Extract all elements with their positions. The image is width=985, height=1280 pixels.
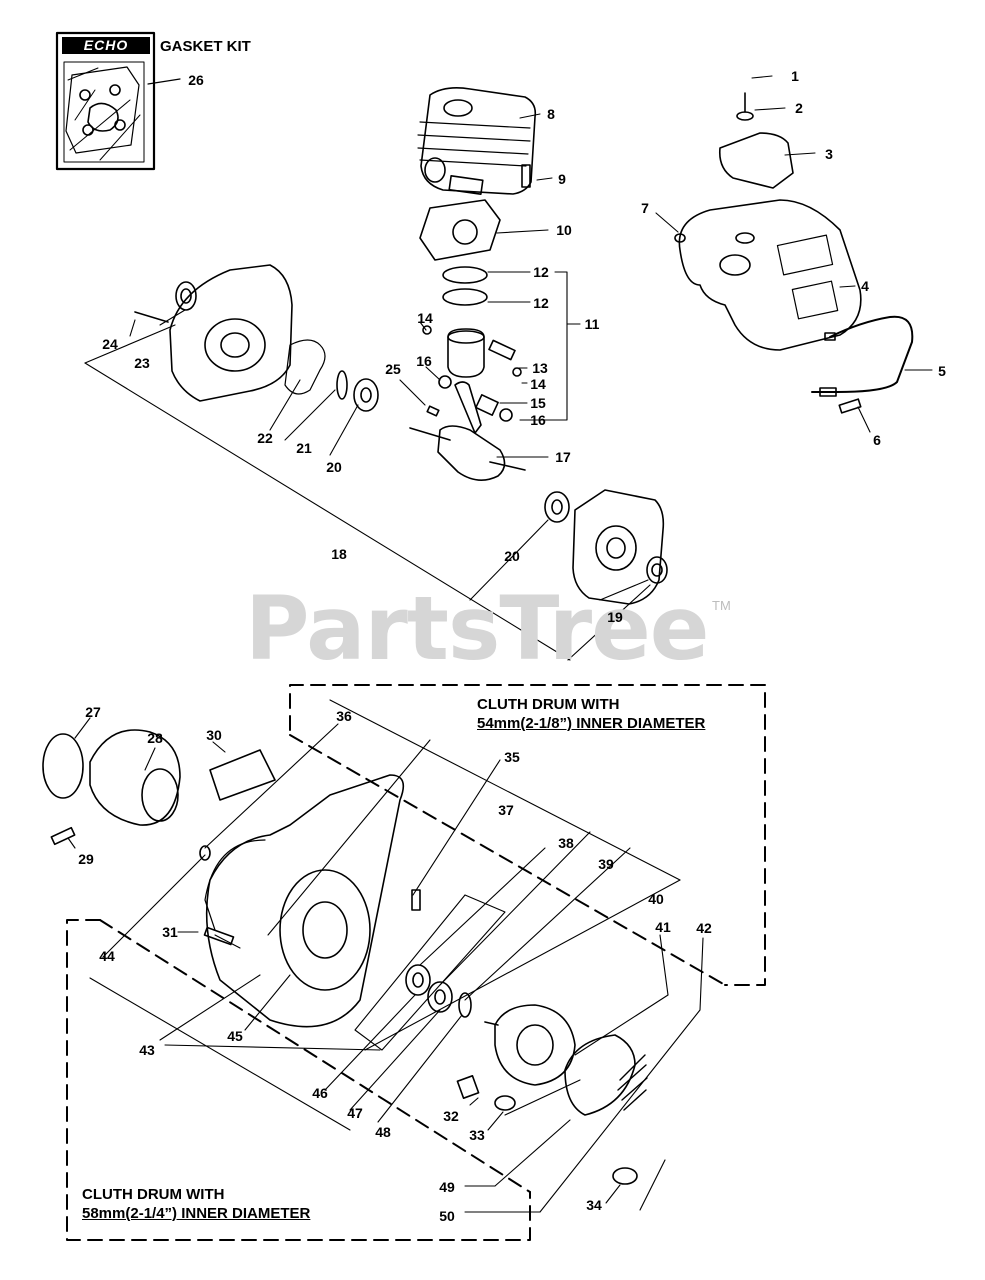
callout-49[interactable]: 49 xyxy=(439,1179,455,1195)
callout-18[interactable]: 18 xyxy=(331,546,347,562)
callout-1[interactable]: 1 xyxy=(791,68,799,84)
piston-drawing xyxy=(422,266,522,422)
callout-21[interactable]: 21 xyxy=(296,440,312,456)
gasket-kit-box xyxy=(55,31,156,171)
callout-14-upper[interactable]: 14 xyxy=(417,310,433,326)
callout-41[interactable]: 41 xyxy=(655,919,671,935)
clutch-drum-58mm-note: CLUTH DRUM WITH 58mm(2-1/4”) INNER DIAME… xyxy=(82,1185,310,1223)
callout-47[interactable]: 47 xyxy=(347,1105,363,1121)
callout-20-right[interactable]: 20 xyxy=(504,548,520,564)
callout-38[interactable]: 38 xyxy=(558,835,574,851)
callout-27[interactable]: 27 xyxy=(85,704,101,720)
bearings-drawing xyxy=(175,281,668,584)
callout-37[interactable]: 37 xyxy=(498,802,514,818)
callout-2[interactable]: 2 xyxy=(795,100,803,116)
crankcase-right-drawing xyxy=(572,489,665,605)
clutch-housing-drawing xyxy=(199,774,421,1028)
crankcase-left-drawing xyxy=(134,264,326,402)
dashed-frame-58mm xyxy=(66,919,531,1241)
callout-5[interactable]: 5 xyxy=(938,363,946,379)
echo-logo: ECHO xyxy=(62,37,150,54)
callout-25[interactable]: 25 xyxy=(385,361,401,377)
callout-22[interactable]: 22 xyxy=(257,430,273,446)
clutch-drum-54mm-line1: CLUTH DRUM WITH xyxy=(477,696,620,713)
callout-17[interactable]: 17 xyxy=(555,449,571,465)
callout-33[interactable]: 33 xyxy=(469,1127,485,1143)
callout-16-upper[interactable]: 16 xyxy=(416,353,432,369)
callout-39[interactable]: 39 xyxy=(598,856,614,872)
callout-4[interactable]: 4 xyxy=(861,278,869,294)
clutch-drum-58mm-line1: CLUTH DRUM WITH xyxy=(82,1186,225,1203)
callout-11[interactable]: 11 xyxy=(584,316,600,332)
callout-28[interactable]: 28 xyxy=(147,730,163,746)
callout-8[interactable]: 8 xyxy=(547,106,555,122)
callout-6[interactable]: 6 xyxy=(873,432,881,448)
spark-wire-drawing xyxy=(811,315,914,414)
callout-3[interactable]: 3 xyxy=(825,146,833,162)
gasket-kit-leader xyxy=(147,78,181,85)
gasket-kit-label: GASKET KIT xyxy=(160,38,251,55)
watermark-trademark: TM xyxy=(712,598,731,613)
decal-drawing xyxy=(209,749,276,801)
callout-23[interactable]: 23 xyxy=(134,355,150,371)
callout-24[interactable]: 24 xyxy=(102,336,118,352)
leader-lines-upper xyxy=(84,75,933,661)
callout-46[interactable]: 46 xyxy=(312,1085,328,1101)
callout-42[interactable]: 42 xyxy=(696,920,712,936)
engine-cover-drawing xyxy=(674,92,862,351)
callout-40[interactable]: 40 xyxy=(648,891,664,907)
callout-16-lower[interactable]: 16 xyxy=(530,412,546,428)
callout-26[interactable]: 26 xyxy=(188,72,204,88)
callout-43[interactable]: 43 xyxy=(139,1042,155,1058)
callout-15[interactable]: 15 xyxy=(530,395,546,411)
callout-48[interactable]: 48 xyxy=(375,1124,391,1140)
clutch-parts-drawing xyxy=(405,964,648,1185)
clutch-drum-54mm-line2: 54mm(2-1/8”) INNER DIAMETER xyxy=(477,715,706,732)
callout-7[interactable]: 7 xyxy=(641,200,649,216)
dashed-frame-54mm xyxy=(289,684,766,986)
clutch-drum-54mm-note: CLUTH DRUM WITH 54mm(2-1/8”) INNER DIAME… xyxy=(477,695,705,733)
cylinder-gasket-drawing xyxy=(419,199,501,261)
cylinder-drawing xyxy=(417,87,537,195)
callout-29[interactable]: 29 xyxy=(78,851,94,867)
callout-31[interactable]: 31 xyxy=(162,924,178,940)
leader-lines-lower xyxy=(67,699,704,1213)
callout-9[interactable]: 9 xyxy=(558,171,566,187)
crankshaft-drawing xyxy=(409,381,526,481)
shaft-housing-drawing xyxy=(42,729,181,846)
callout-35[interactable]: 35 xyxy=(504,749,520,765)
callout-12-upper[interactable]: 12 xyxy=(533,264,549,280)
callout-45[interactable]: 45 xyxy=(227,1028,243,1044)
callout-14-lower[interactable]: 14 xyxy=(530,376,546,392)
callout-13[interactable]: 13 xyxy=(532,360,548,376)
callout-32[interactable]: 32 xyxy=(443,1108,459,1124)
callout-12-lower[interactable]: 12 xyxy=(533,295,549,311)
callout-44[interactable]: 44 xyxy=(99,948,115,964)
callout-29-decal[interactable]: 30 xyxy=(206,727,222,743)
callout-19[interactable]: 19 xyxy=(607,609,623,625)
callout-34[interactable]: 34 xyxy=(586,1197,602,1213)
callout-50[interactable]: 50 xyxy=(439,1208,455,1224)
callout-36[interactable]: 36 xyxy=(336,708,352,724)
callout-10[interactable]: 10 xyxy=(556,222,572,238)
partstree-watermark: PartsTree xyxy=(245,577,709,680)
clutch-drum-58mm-line2: 58mm(2-1/4”) INNER DIAMETER xyxy=(82,1205,311,1222)
callout-20-left[interactable]: 20 xyxy=(326,459,342,475)
